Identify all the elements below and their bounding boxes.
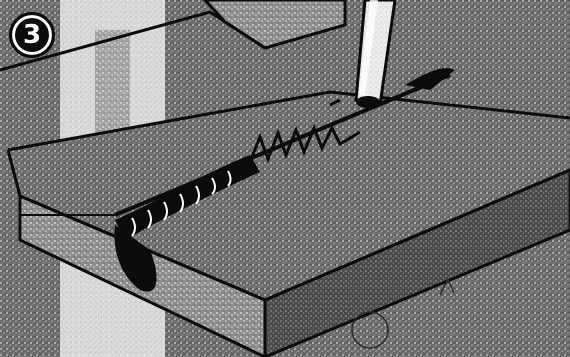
electrode-tip <box>356 96 380 108</box>
step-number-badge: 3 <box>9 12 55 58</box>
step-number: 3 <box>23 22 41 48</box>
